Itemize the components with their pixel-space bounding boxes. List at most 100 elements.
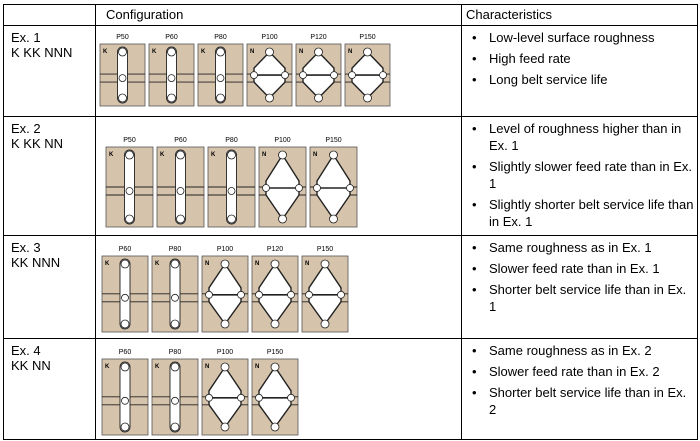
pulley-icon: [287, 393, 295, 402]
pulley-icon: [170, 319, 180, 329]
pulley-icon: [205, 290, 213, 299]
pulley-icon: [329, 150, 338, 160]
pulley-icon: [220, 259, 230, 269]
example-cell: Ex. 2 K KK NN: [3, 116, 96, 236]
pulley-icon: [346, 184, 354, 192]
grit-label: P50: [116, 34, 129, 41]
grit-label: P80: [169, 349, 182, 356]
pulley-icon: [227, 150, 236, 160]
characteristic-item: Slightly shorter belt service life than …: [472, 196, 695, 230]
belt-type-label: K: [155, 261, 160, 267]
grit-label: P150: [325, 137, 341, 144]
grit-label: P60: [174, 137, 187, 144]
pulley-icon: [313, 184, 321, 192]
pulley-icon: [220, 319, 230, 329]
contact-roller-icon: [227, 187, 236, 195]
grit-label: P60: [119, 246, 132, 253]
belt-type-label: K: [103, 49, 108, 55]
pulley-icon: [270, 422, 280, 432]
header-configuration: Configuration: [95, 4, 462, 26]
belt-type-label: K: [201, 49, 206, 55]
pulley-icon: [262, 184, 270, 192]
pulley-icon: [216, 47, 225, 57]
pulley-icon: [120, 422, 130, 432]
pulley-icon: [270, 259, 280, 269]
pulley-icon: [170, 362, 180, 372]
contact-roller-icon: [121, 293, 129, 302]
characteristic-item: Same roughness as in Ex. 2: [472, 342, 695, 359]
example-cell: Ex. 1 K KK NNN: [3, 25, 96, 117]
pulley-icon: [167, 93, 176, 103]
pulley-icon: [278, 214, 287, 224]
example-cell: Ex. 3 KK NNN: [3, 235, 96, 339]
belt-type-label: K: [105, 364, 110, 370]
header-row: Configuration Characteristics: [3, 4, 698, 26]
grit-label: P100: [217, 246, 233, 253]
header-example: [3, 4, 96, 26]
header-characteristics: Characteristics: [461, 4, 698, 26]
contact-roller-icon: [121, 396, 129, 405]
contact-roller-icon: [176, 187, 185, 195]
contact-roller-icon: [125, 187, 134, 195]
belt-type-label: N: [262, 152, 266, 158]
belt-type-label: K: [109, 152, 114, 158]
example-code: KK NNN: [11, 255, 61, 270]
grit-label: P60: [119, 349, 132, 356]
pulley-icon: [216, 93, 225, 103]
pulley-icon: [295, 184, 303, 192]
belt-type-label: N: [255, 261, 259, 267]
contact-roller-icon: [118, 74, 127, 82]
pulley-icon: [118, 93, 127, 103]
pulley-icon: [363, 93, 372, 103]
pulley-icon: [120, 362, 130, 372]
contact-roller-icon: [167, 74, 176, 82]
pulley-icon: [329, 214, 338, 224]
pulley-icon: [299, 71, 307, 79]
pulley-icon: [255, 290, 263, 299]
pulley-icon: [205, 393, 213, 402]
pulley-icon: [170, 259, 180, 269]
example-code: K KK NN: [11, 136, 64, 151]
grit-label: P80: [169, 246, 182, 253]
example-cell: Ex. 4 KK NN: [3, 338, 96, 440]
belt-type-label: N: [205, 364, 209, 370]
pulley-icon: [118, 47, 127, 57]
characteristic-item: Same roughness as in Ex. 1: [472, 239, 695, 256]
characteristic-item: Shorter belt service life than in Ex. 1: [472, 281, 695, 315]
contact-roller-icon: [216, 74, 225, 82]
pulley-icon: [379, 71, 387, 79]
pulley-icon: [314, 93, 323, 103]
pulley-icon: [287, 290, 295, 299]
pulley-icon: [250, 71, 258, 79]
pulley-icon: [337, 290, 345, 299]
characteristic-item: Slower feed rate than in Ex. 1: [472, 260, 695, 277]
grit-label: P100: [274, 137, 290, 144]
belt-type-label: N: [255, 364, 259, 370]
belt-type-label: K: [152, 49, 157, 55]
belt-type-label: K: [160, 152, 165, 158]
belt-type-label: N: [313, 152, 317, 158]
pulley-icon: [255, 393, 263, 402]
pulley-icon: [278, 150, 287, 160]
grit-label: P150: [359, 34, 375, 41]
characteristics-cell: Same roughness as in Ex. 1 Slower feed r…: [461, 235, 698, 339]
pulley-icon: [176, 150, 185, 160]
